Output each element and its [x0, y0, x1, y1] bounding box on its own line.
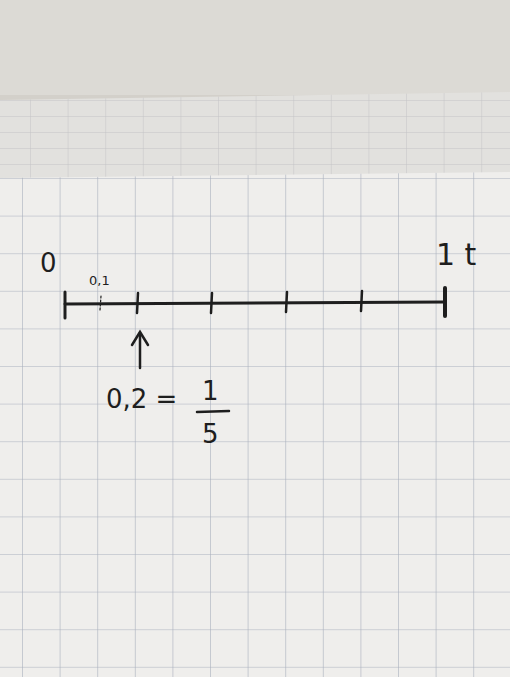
tick-label: 0,1: [89, 274, 110, 287]
number-line: [65, 288, 445, 318]
fraction-denominator: 5: [202, 421, 219, 447]
end-label: 1 t: [436, 240, 476, 270]
value-label: 0,2 =: [106, 386, 177, 412]
wall-ground: [0, 0, 510, 95]
paper-grid: [0, 172, 510, 677]
pointer-arrow: [132, 332, 148, 368]
fraction-numerator: 1: [202, 378, 219, 404]
back-page: [0, 92, 510, 182]
origin-label: 0: [40, 250, 57, 276]
fraction-bar: [197, 411, 229, 412]
paper-sheet: [0, 172, 510, 677]
back-page-grid: [0, 92, 510, 182]
